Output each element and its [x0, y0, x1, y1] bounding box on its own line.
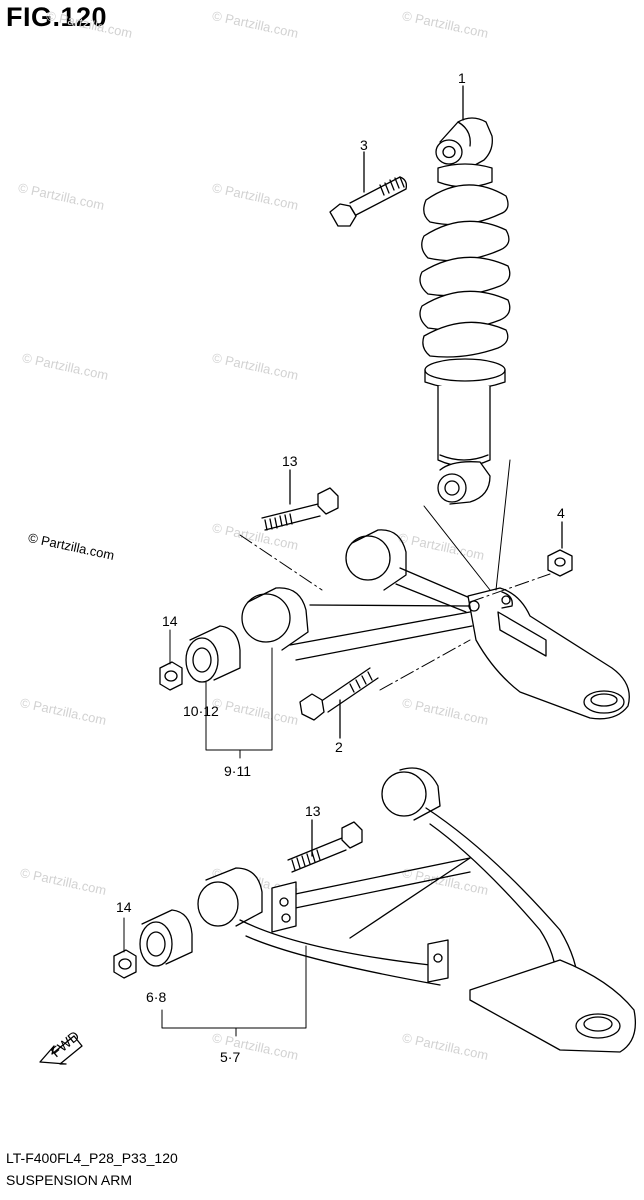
- lower-suspension-arm: [197, 767, 637, 1053]
- figure-title: FIG.120: [6, 2, 108, 32]
- callout-9-11: 9·11: [224, 763, 251, 779]
- callout-6-8: 6·8: [146, 989, 166, 1005]
- bolt-13-lower: [287, 819, 363, 873]
- callout-13-lower: 13: [305, 803, 321, 819]
- callout-2: 2: [335, 739, 343, 755]
- figure-name: SUSPENSION ARM: [6, 1172, 133, 1188]
- shock-absorber: [419, 117, 511, 505]
- callout-14-lower: 14: [116, 899, 132, 915]
- bolt-2: [299, 667, 379, 739]
- assembly-lines: [239, 534, 551, 691]
- bracket-lines-upper: [205, 647, 273, 759]
- upper-suspension-arm: [241, 529, 630, 720]
- fwd-arrow-icon: FWD: [39, 1028, 83, 1065]
- nut-14-upper: [159, 661, 183, 691]
- bushing-6-8: [139, 909, 193, 967]
- callout-1: 1: [458, 70, 466, 86]
- callout-13-upper: 13: [282, 453, 298, 469]
- bracket-lines-lower: [161, 945, 307, 1037]
- shock-mount-lines: [423, 459, 511, 591]
- bushing-10-12: [185, 625, 241, 683]
- callout-5-7: 5·7: [220, 1049, 240, 1065]
- figure-code: LT-F400FL4_P28_P33_120: [6, 1150, 178, 1166]
- callout-4: 4: [557, 505, 565, 521]
- callout-3: 3: [360, 137, 368, 153]
- nut-14-lower: [113, 949, 137, 979]
- nut-4: [547, 521, 573, 577]
- callout-14-upper: 14: [162, 613, 178, 629]
- bolt-13-upper: [261, 469, 339, 531]
- bolt-3: [329, 151, 408, 227]
- callout-10-12: 10·12: [183, 703, 219, 719]
